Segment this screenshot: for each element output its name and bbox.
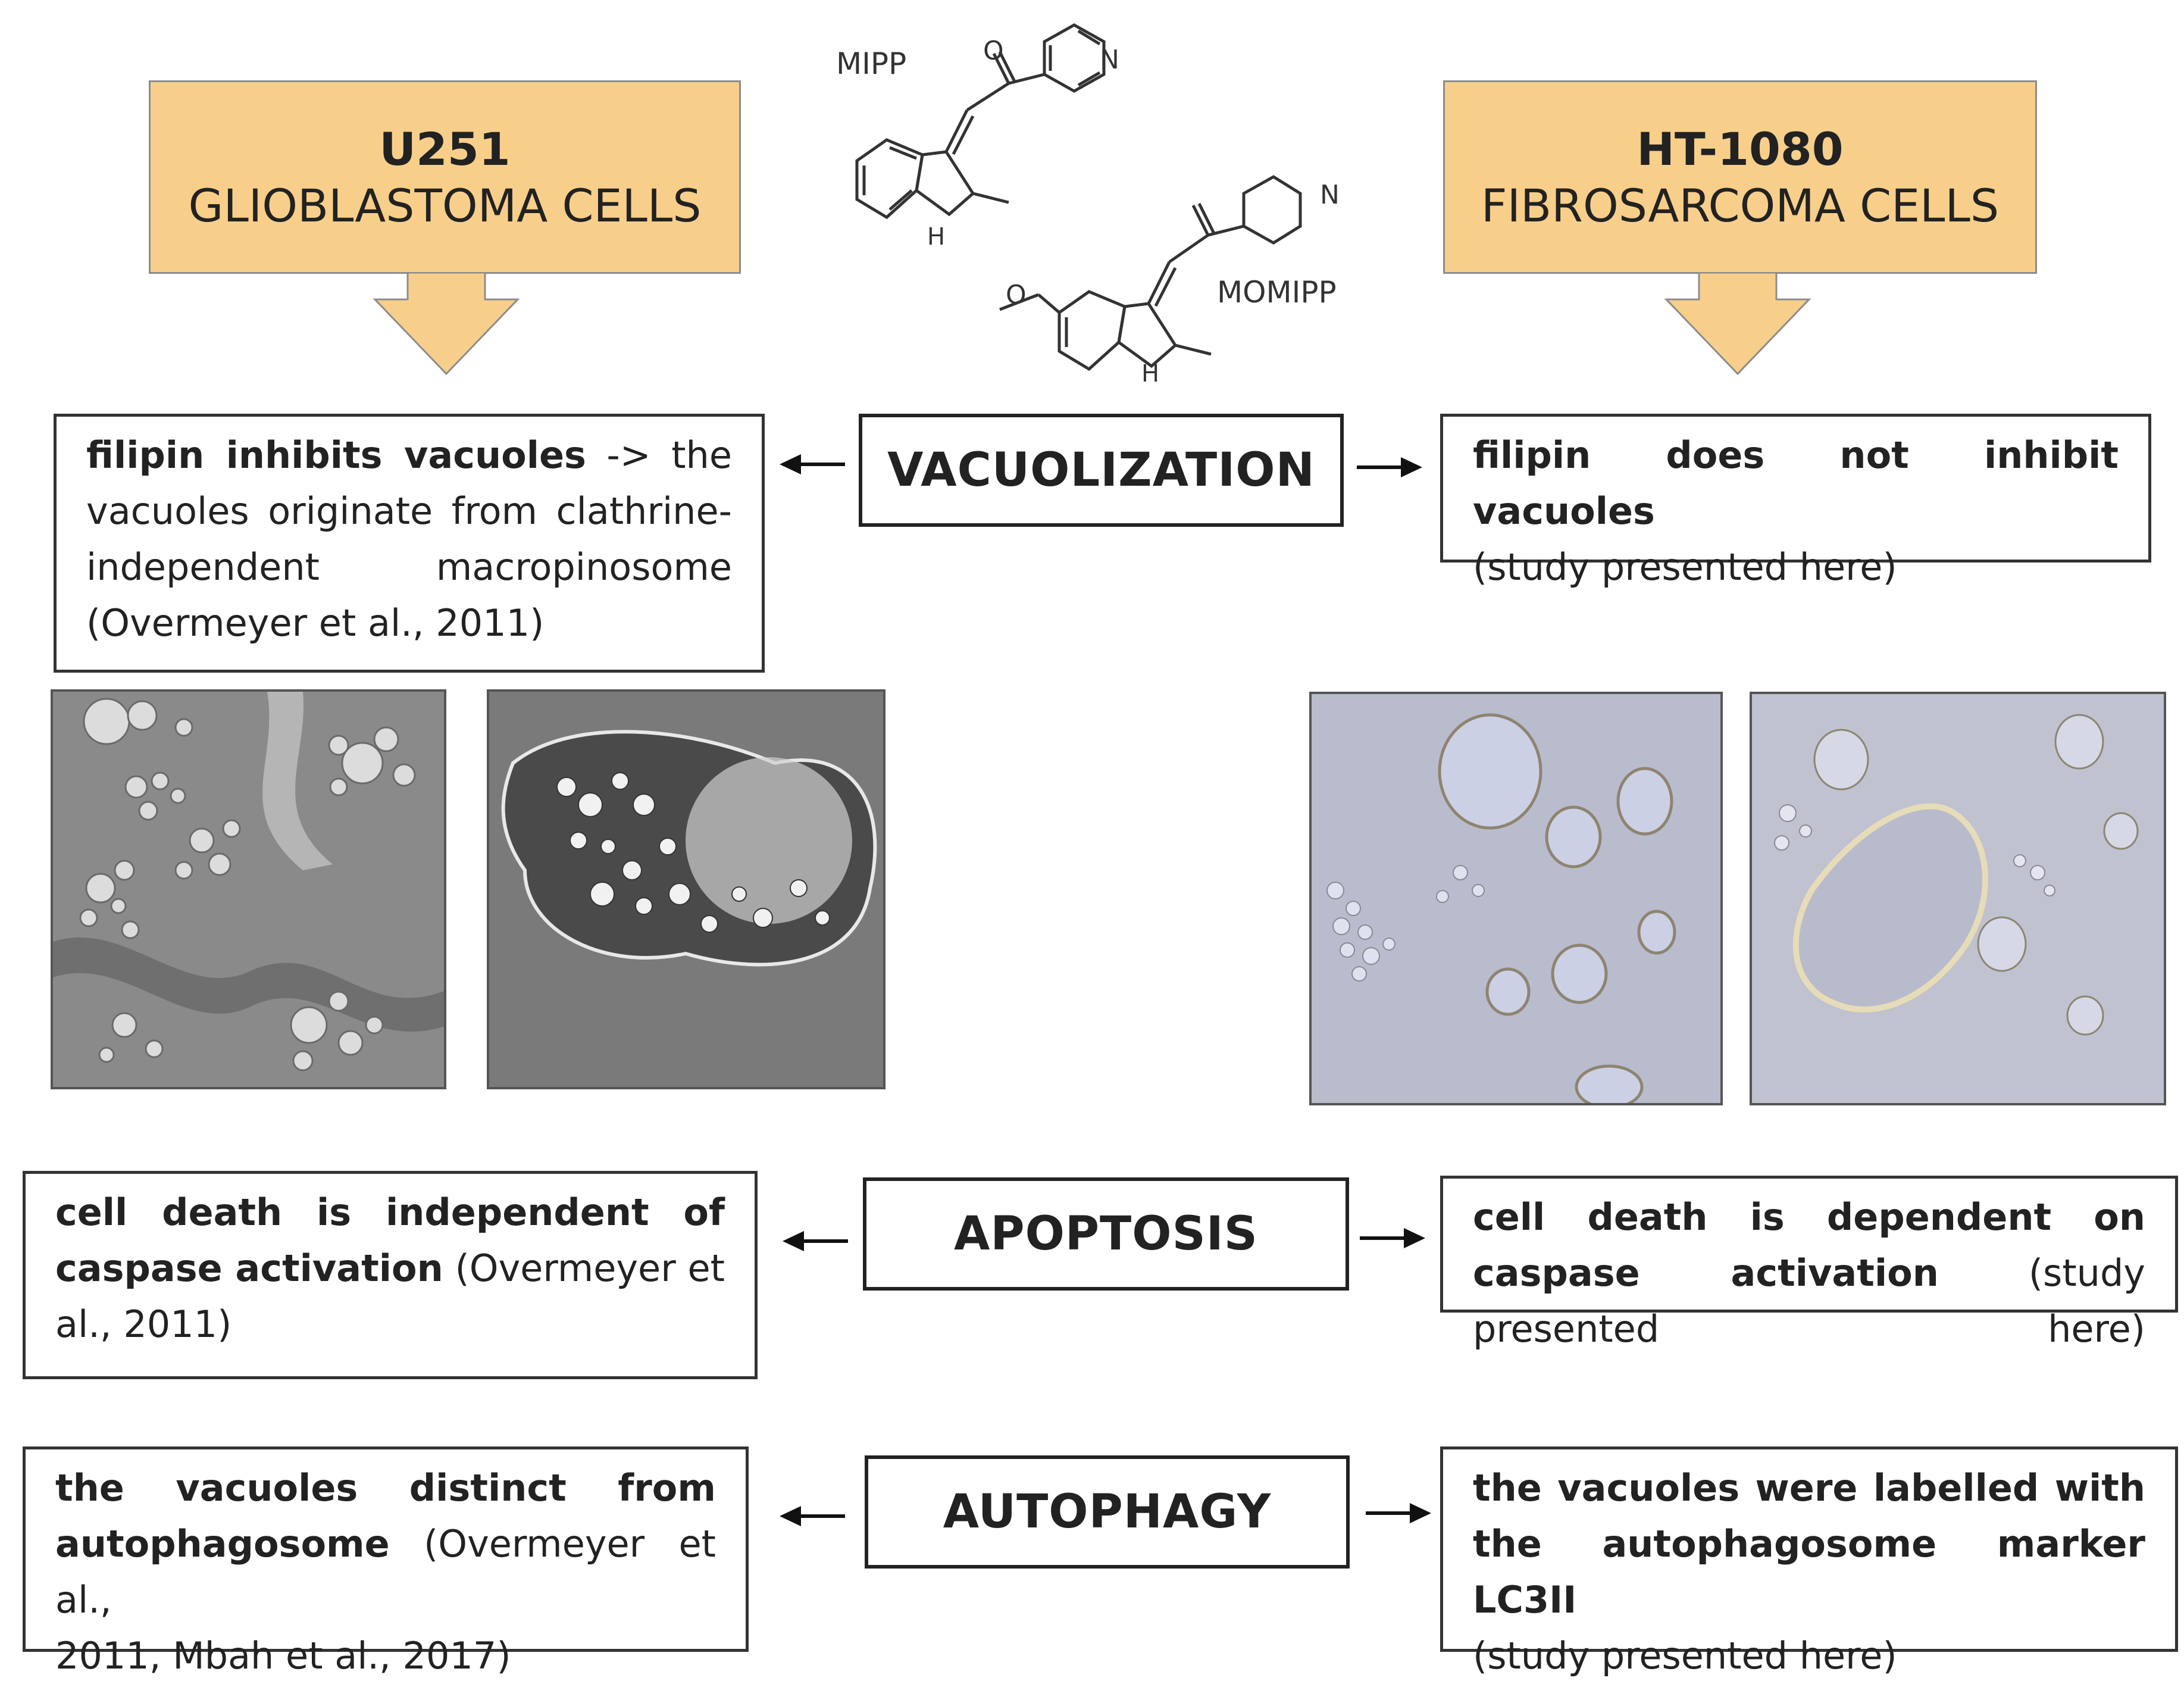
micrograph-ht1080-1: [1309, 692, 1723, 1105]
autophagy-left-ref: 2011, Mbah et al., 2017): [55, 1634, 511, 1677]
label-mipp-n: N: [1100, 45, 1119, 75]
text-box-autophagy-left: the vacuoles distinct from autophagosome…: [23, 1446, 749, 1677]
cell-box-ht1080: HT-1080 FIBROSARCOMA CELLS: [1443, 80, 2037, 274]
vacuolization-right-bold: filipin does not inhibit vacuoles: [1473, 433, 2119, 533]
label-momipp: MOMIPP: [1217, 275, 1337, 310]
micrograph-u251-2: [487, 689, 886, 1089]
cell-type-ht1080: FIBROSARCOMA CELLS: [1481, 179, 2000, 232]
autophagy-left-text: (Overmeyer et al.,: [55, 1522, 716, 1621]
cell-name-ht1080: HT-1080: [1637, 122, 1844, 176]
label-vacuolization: VACUOLIZATION: [859, 414, 1344, 527]
vacuolization-right-text: (study presented here): [1473, 545, 1897, 589]
arrow-left-autophagy: [780, 1506, 845, 1526]
label-mipp-o: O: [983, 36, 1004, 66]
label-autophagy: AUTOPHAGY: [865, 1455, 1350, 1569]
cell-type-u251: GLIOBLASTOMA CELLS: [188, 179, 702, 232]
text-box-apoptosis-right: cell death is dependent on caspase activ…: [1440, 1176, 2178, 1351]
arrow-right-autophagy: [1366, 1503, 1431, 1523]
vacuolization-left-ref: (Overmeyer et al., 2011): [86, 601, 545, 645]
arrow-right-vacuolization: [1357, 457, 1422, 477]
apoptosis-left-bold: cell death is independent of caspase act…: [55, 1191, 725, 1290]
text-box-autophagy-right: the vacuoles were labelled with the auto…: [1440, 1446, 2178, 1677]
momipp-structure: [999, 175, 1302, 371]
arrow-right-apoptosis: [1360, 1228, 1425, 1248]
label-mipp-nh: H: [927, 223, 946, 251]
down-arrow-right: [1664, 273, 1811, 376]
text-box-apoptosis-left: cell death is independent of caspase act…: [23, 1171, 758, 1379]
apoptosis-right-text: (study presented here): [1473, 1251, 2145, 1351]
autophagy-left-bold: the vacuoles distinct from autophagosome: [55, 1466, 716, 1566]
autophagy-right-text: (study presented here): [1473, 1634, 1897, 1677]
text-box-vacuolization-right: filipin does not inhibit vacuoles (study…: [1440, 414, 2151, 589]
label-momipp-nh: H: [1141, 360, 1160, 388]
apoptosis-left-text: (Overmeyer et: [443, 1246, 725, 1290]
label-momipp-o: O: [1006, 280, 1027, 310]
autophagy-right-bold: the vacuoles were labelled with the auto…: [1473, 1466, 2145, 1621]
apoptosis-left-ref: al., 2011): [55, 1302, 232, 1346]
mipp-structure: [855, 23, 1106, 220]
text-box-vacuolization-left: filipin inhibits vacuoles -> the vacuole…: [54, 414, 765, 673]
label-momipp-n: N: [1320, 180, 1340, 210]
apoptosis-right-bold: cell death is dependent on caspase activ…: [1473, 1195, 2145, 1295]
cell-box-u251: U251 GLIOBLASTOMA CELLS: [149, 80, 741, 274]
vacuolization-left-text: -> the vacuoles originate from clathrine…: [86, 433, 732, 589]
label-mipp: MIPP: [836, 46, 907, 81]
micrograph-u251-1: [51, 689, 446, 1089]
arrow-left-apoptosis: [783, 1231, 848, 1251]
label-apoptosis: APOPTOSIS: [863, 1177, 1349, 1291]
down-arrow-left: [373, 273, 520, 376]
vacuolization-left-bold: filipin inhibits vacuoles: [86, 433, 586, 477]
arrow-left-vacuolization: [780, 454, 845, 474]
cell-name-u251: U251: [379, 122, 511, 176]
micrograph-ht1080-2: [1750, 692, 2166, 1105]
